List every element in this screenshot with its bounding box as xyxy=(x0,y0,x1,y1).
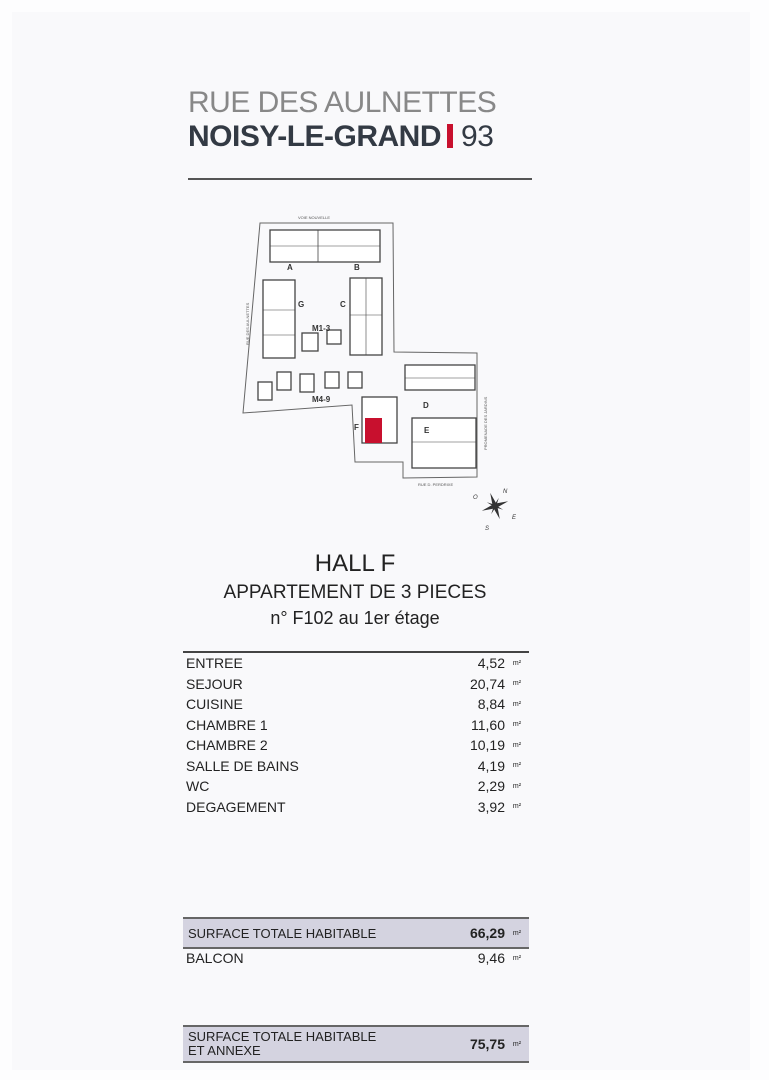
building-m7 xyxy=(324,371,340,389)
room-area: 10,19 xyxy=(469,737,505,754)
room-name: DEGAGEMENT xyxy=(186,798,286,815)
room-area: 8,84 xyxy=(477,696,505,713)
label-building-b: B xyxy=(354,263,360,272)
unit: m² xyxy=(512,721,522,729)
room-name: SEJOUR xyxy=(186,675,243,692)
room-area: 4,19 xyxy=(477,757,505,774)
unit: m² xyxy=(512,680,522,688)
building-m8 xyxy=(347,371,363,389)
city-title: NOISY-LE-GRAND 93 xyxy=(188,120,494,154)
label-building-m1-3: M1-3 xyxy=(312,324,331,333)
street-south: RUE D. PERDRIXE xyxy=(418,482,453,487)
label-building-g: G xyxy=(298,300,304,309)
separator-bar xyxy=(447,124,454,148)
label-building-a: A xyxy=(287,263,293,272)
building-e xyxy=(411,417,477,469)
balcon-value: 9,46 xyxy=(477,950,505,967)
room-area: 3,92 xyxy=(477,798,505,815)
label-building-e: E xyxy=(424,426,430,435)
site-outline xyxy=(242,222,478,479)
highlighted-apartment xyxy=(365,418,382,443)
street-north: VOIE NOUVELLE xyxy=(298,215,330,220)
balcon-label: BALCON xyxy=(186,950,244,967)
room-area: 2,29 xyxy=(477,778,505,795)
room-row: DEGAGEMENT 3,92 m² xyxy=(183,797,529,818)
building-m1 xyxy=(301,332,319,352)
room-name: WC xyxy=(186,778,210,795)
room-name: SALLE DE BAINS xyxy=(186,757,299,774)
city-name: NOISY-LE-GRAND xyxy=(188,120,442,153)
room-row: CHAMBRE 2 10,19 m² xyxy=(183,735,529,756)
total-habitable-row: SURFACE TOTALE HABITABLE 66,29 m² xyxy=(183,917,529,949)
scanned-sheet xyxy=(12,12,750,1070)
room-area: 20,74 xyxy=(469,675,505,692)
room-row: SEJOUR 20,74 m² xyxy=(183,674,529,695)
unit: m² xyxy=(512,741,522,749)
room-name: CHAMBRE 1 xyxy=(186,716,268,733)
building-m5 xyxy=(276,371,292,391)
total-habitable-label: SURFACE TOTALE HABITABLE xyxy=(188,925,377,941)
room-row: CUISINE 8,84 m² xyxy=(183,694,529,715)
building-g xyxy=(262,279,296,359)
room-row: SALLE DE BAINS 4,19 m² xyxy=(183,756,529,777)
title-divider xyxy=(188,178,532,180)
compass-e: E xyxy=(512,515,517,521)
label-building-f: F xyxy=(354,423,359,432)
room-name: ENTREE xyxy=(186,655,243,672)
room-area: 4,52 xyxy=(477,655,505,672)
room-row: CHAMBRE 1 11,60 m² xyxy=(183,715,529,736)
compass-n: N xyxy=(503,489,508,495)
room-row: ENTREE 4,52 m² xyxy=(183,653,529,674)
apartment-number: n° F102 au 1er étage xyxy=(270,608,440,628)
total-annexe-value: 75,75 xyxy=(469,1036,505,1052)
room-row: WC 2,29 m² xyxy=(183,776,529,797)
street-west: RUE DES AULNETTES xyxy=(245,302,250,345)
room-name: CUISINE xyxy=(186,696,243,713)
unit: m² xyxy=(512,762,522,770)
hall-title: HALL F xyxy=(314,550,396,577)
compass-rose: N O E S xyxy=(473,489,517,530)
label-building-d: D xyxy=(423,401,429,410)
unit: m² xyxy=(512,954,522,962)
unit: m² xyxy=(512,803,522,811)
total-habitable-value: 66,29 xyxy=(469,925,505,941)
room-area: 11,60 xyxy=(471,716,505,733)
building-d xyxy=(404,364,476,391)
compass-o: O xyxy=(473,495,478,501)
site-plan-map: A B G C M1-3 M4-9 D F E VOIE NOUVELLE RU… xyxy=(242,215,517,530)
label-building-m4-9: M4-9 xyxy=(312,395,331,404)
street-east: PROMENADE DES JARDINS xyxy=(483,396,488,450)
street-title: RUE DES AULNETTES xyxy=(188,86,497,119)
apartment-type: APPARTEMENT DE 3 PIECES xyxy=(223,582,487,603)
department-number: 93 xyxy=(461,120,494,153)
unit: m² xyxy=(512,659,522,667)
label-building-c: C xyxy=(340,300,346,309)
building-m6 xyxy=(299,373,315,393)
building-m4 xyxy=(257,381,273,401)
unit: m² xyxy=(512,782,522,790)
unit: m² xyxy=(512,700,522,708)
unit: m² xyxy=(512,1040,522,1048)
total-annexe-label-1: SURFACE TOTALE HABITABLE xyxy=(188,1029,377,1044)
unit: m² xyxy=(512,929,522,937)
building-m3 xyxy=(326,329,342,345)
room-name: CHAMBRE 2 xyxy=(186,737,268,754)
balcon-row: BALCON 9,46 m² xyxy=(183,948,529,969)
compass-s: S xyxy=(485,526,489,530)
total-annexe-label-2: ET ANNEXE xyxy=(188,1043,261,1058)
